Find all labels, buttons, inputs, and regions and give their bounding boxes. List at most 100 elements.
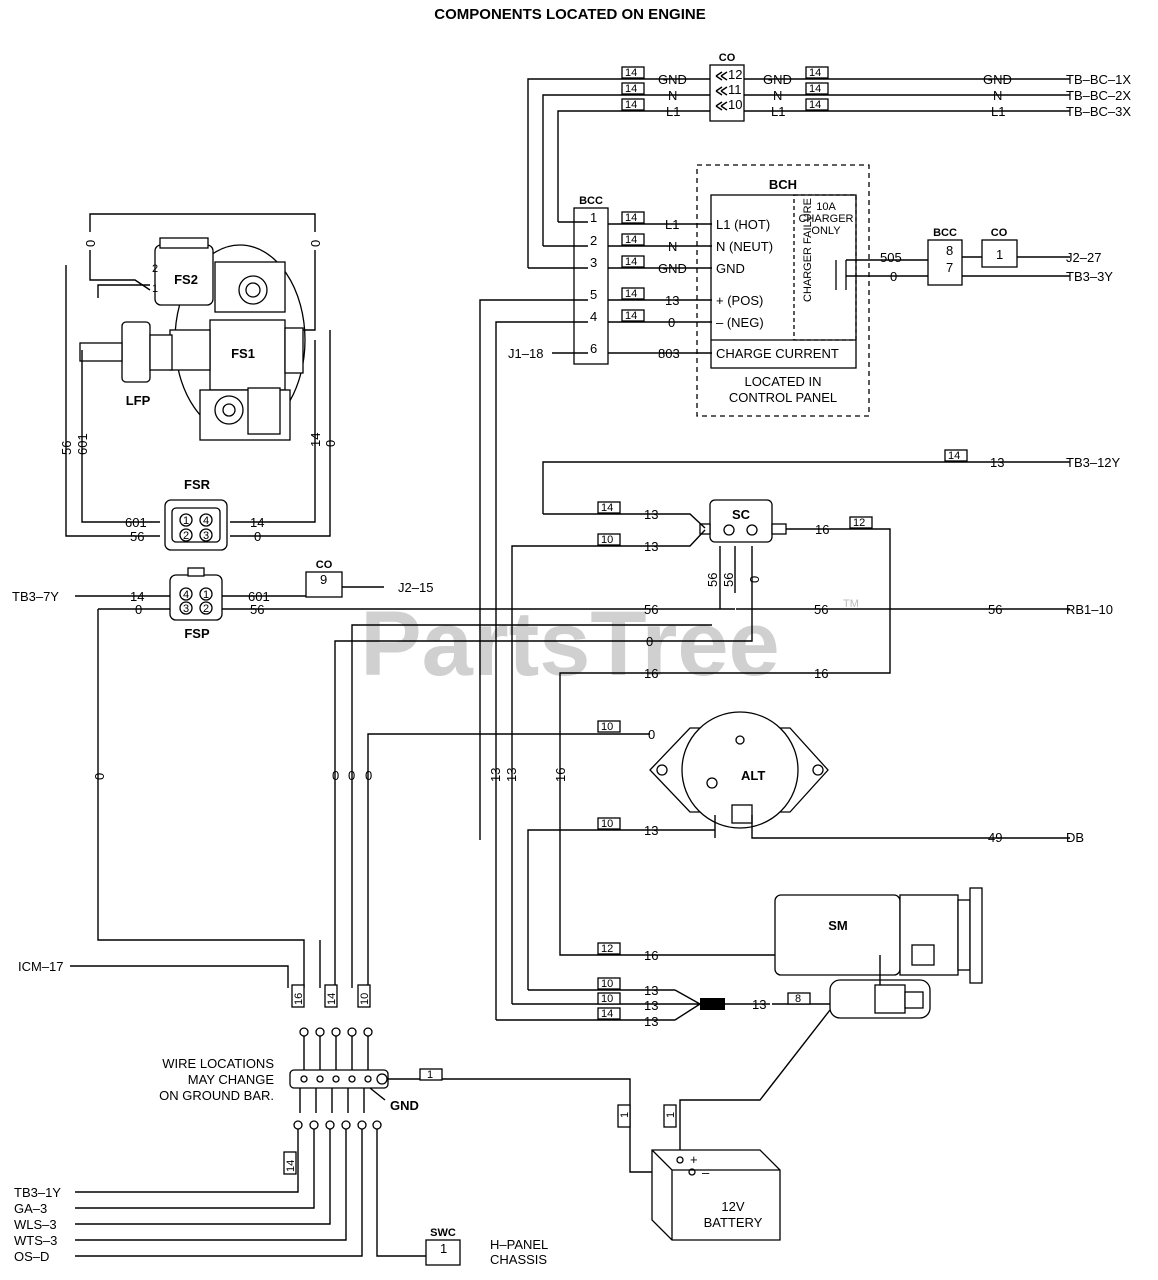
svg-text:56: 56 xyxy=(250,602,264,617)
svg-text:1: 1 xyxy=(427,1069,433,1081)
svg-text:16: 16 xyxy=(644,666,658,681)
svg-text:4: 4 xyxy=(183,589,189,601)
svg-text:WIRE LOCATIONS: WIRE LOCATIONS xyxy=(162,1056,274,1071)
svg-text:SM: SM xyxy=(828,918,848,933)
ground-bar: ICM–17 16 14 10 GND WIRE LOCATIONS MAY C… xyxy=(14,940,548,1267)
svg-text:16: 16 xyxy=(814,666,828,681)
fsr-connector: FSR 1 4 2 3 601 56 14 0 xyxy=(125,477,264,551)
svg-text:FS2: FS2 xyxy=(174,272,198,287)
svg-text:56: 56 xyxy=(721,573,736,587)
tb3-12y-label: TB3–12Y xyxy=(1066,455,1121,470)
svg-text:11: 11 xyxy=(728,82,742,97)
svg-text:10: 10 xyxy=(728,97,742,112)
svg-text:803: 803 xyxy=(658,346,680,361)
svg-text:8: 8 xyxy=(946,243,953,258)
svg-text:14: 14 xyxy=(809,99,821,111)
svg-text:13: 13 xyxy=(644,539,658,554)
rb1-10-label: RB1–10 xyxy=(1066,602,1113,617)
svg-text:16: 16 xyxy=(644,948,658,963)
svg-text:N (NEUT): N (NEUT) xyxy=(716,239,773,254)
svg-text:10: 10 xyxy=(601,978,613,990)
svg-text:14: 14 xyxy=(601,502,613,514)
svg-text:0: 0 xyxy=(648,727,655,742)
svg-text:L1: L1 xyxy=(666,104,680,119)
svg-text:2: 2 xyxy=(203,603,209,615)
svg-text:5: 5 xyxy=(590,287,597,302)
svg-text:FSP: FSP xyxy=(184,626,210,641)
svg-text:2: 2 xyxy=(590,233,597,248)
svg-text:– (NEG): – (NEG) xyxy=(716,315,764,330)
svg-text:L1 (HOT): L1 (HOT) xyxy=(716,217,770,232)
watermark: PartsTree xyxy=(360,593,779,695)
svg-text:6: 6 xyxy=(590,341,597,356)
svg-text:CO: CO xyxy=(316,559,333,571)
svg-text:14: 14 xyxy=(625,288,637,300)
svg-text:9: 9 xyxy=(320,572,327,587)
svg-text:16: 16 xyxy=(293,993,305,1005)
svg-text:0: 0 xyxy=(323,440,338,447)
tb-bc-2x-label: TB–BC–2X xyxy=(1066,88,1131,103)
svg-text:10: 10 xyxy=(601,818,613,830)
svg-text:13: 13 xyxy=(990,455,1004,470)
svg-text:14: 14 xyxy=(625,310,637,322)
svg-text:N: N xyxy=(993,88,1002,103)
svg-text:14: 14 xyxy=(625,67,637,79)
wts-3-label: WTS–3 xyxy=(14,1233,57,1248)
alternator: ALT 10 13 49 DB xyxy=(527,711,1084,990)
sc-contactor: SC 14 14 10 12 13 TB3–12Y 13 13 16 56 56… xyxy=(511,449,1121,1004)
j2-27-label: J2–27 xyxy=(1066,250,1101,265)
svg-text:SWC: SWC xyxy=(430,1227,456,1239)
svg-text:14: 14 xyxy=(250,515,264,530)
svg-text:14: 14 xyxy=(601,1008,613,1020)
svg-text:0: 0 xyxy=(365,768,372,783)
svg-text:56: 56 xyxy=(644,602,658,617)
bcc-co-right: BCC 8 7 CO 1 505 0 J2–27 TB3–3Y xyxy=(846,227,1113,286)
svg-text:1: 1 xyxy=(440,1241,447,1256)
svg-text:ONLY: ONLY xyxy=(811,225,841,237)
svg-text:14: 14 xyxy=(625,212,637,224)
tb3-7y-label: TB3–7Y xyxy=(12,589,59,604)
svg-text:14: 14 xyxy=(285,1160,297,1172)
svg-text:0: 0 xyxy=(348,768,355,783)
svg-text:2: 2 xyxy=(183,530,189,542)
svg-text:56: 56 xyxy=(988,602,1002,617)
db-label: DB xyxy=(1066,830,1084,845)
svg-text:CHARGER FAILURE: CHARGER FAILURE xyxy=(802,198,814,302)
svg-text:56: 56 xyxy=(59,441,74,455)
mid-wires: 0 16 16 10 0 0 0 0 0 13 13 16 xyxy=(92,609,828,988)
trademark: TM xyxy=(843,598,859,610)
icm-17-label: ICM–17 xyxy=(18,959,64,974)
svg-text:3: 3 xyxy=(590,255,597,270)
bcc-connector: BCC 1 2 3 5 4 6 xyxy=(573,195,609,365)
svg-text:0: 0 xyxy=(332,768,339,783)
svg-text:8: 8 xyxy=(795,993,801,1005)
svg-text:ON GROUND BAR.: ON GROUND BAR. xyxy=(159,1088,274,1103)
svg-text:56: 56 xyxy=(814,602,828,617)
svg-text:10: 10 xyxy=(601,993,613,1005)
svg-text:7: 7 xyxy=(946,260,953,275)
svg-text:FSR: FSR xyxy=(184,477,211,492)
os-d-label: OS–D xyxy=(14,1249,49,1264)
svg-text:49: 49 xyxy=(988,830,1002,845)
svg-text:13: 13 xyxy=(504,768,519,782)
svg-text:2: 2 xyxy=(152,263,158,275)
svg-text:4: 4 xyxy=(590,309,597,324)
svg-text:13: 13 xyxy=(488,768,503,782)
svg-text:13: 13 xyxy=(644,823,658,838)
svg-text:+ (POS): + (POS) xyxy=(716,293,763,308)
svg-text:601: 601 xyxy=(75,433,90,455)
svg-text:14: 14 xyxy=(625,83,637,95)
svg-text:CHARGER: CHARGER xyxy=(798,213,853,225)
svg-text:GND: GND xyxy=(658,261,687,276)
svg-text:13: 13 xyxy=(644,983,658,998)
wls-3-label: WLS–3 xyxy=(14,1217,57,1232)
svg-text:505: 505 xyxy=(880,250,902,265)
svg-text:3: 3 xyxy=(183,603,189,615)
svg-text:L1: L1 xyxy=(771,104,785,119)
svg-text:1: 1 xyxy=(619,1112,631,1118)
svg-text:14: 14 xyxy=(625,234,637,246)
svg-text:BCC: BCC xyxy=(579,195,603,207)
svg-text:CO: CO xyxy=(719,52,736,64)
svg-text:16: 16 xyxy=(815,522,829,537)
svg-text:0: 0 xyxy=(308,240,323,247)
